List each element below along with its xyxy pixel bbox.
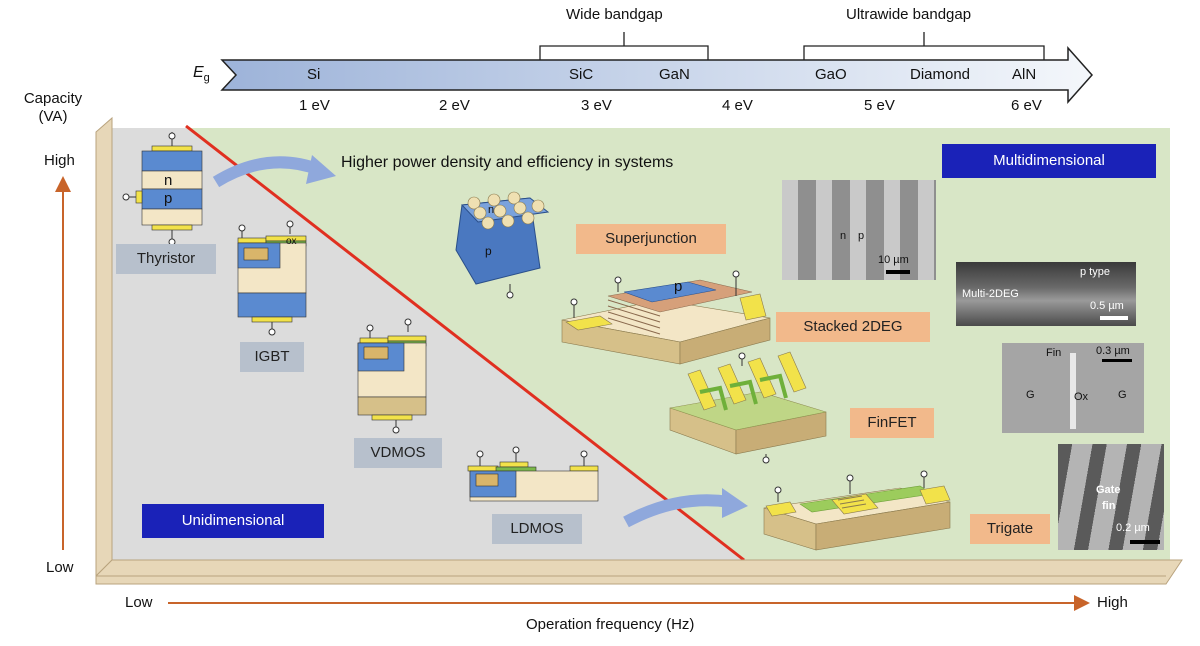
material-gan: GaN [659,66,690,83]
trigate-3d [763,470,951,551]
superjunction-label: Superjunction [576,224,726,254]
ldmos-schematic [467,446,599,502]
y-axis-low: Low [46,559,74,576]
x-axis-title: Operation frequency (Hz) [526,616,695,633]
energy-1ev: 1 eV [299,97,330,114]
unidimensional-badge: Unidimensional [142,504,324,538]
thyristor-layer-p: p [164,190,173,207]
vdmos-schematic [357,318,427,434]
multidimensional-devices-graphic [455,191,951,551]
trigate-label: Trigate [970,514,1050,544]
sj-photo-n: n [840,230,847,242]
energy-3ev: 3 eV [581,97,612,114]
deg-photo-multi: Multi-2DEG [962,288,1019,300]
deg-photo-scale: 0.5 µm [1090,300,1124,312]
ldmos-label: LDMOS [492,514,582,544]
superjunction-micrograph: n p 10 µm [782,180,936,280]
finfet-3d [669,351,827,464]
material-sic: SiC [569,66,594,83]
headline-text: Higher power density and efficiency in s… [341,154,674,171]
finfet-fin-shape [1070,353,1076,429]
tri-photo-fin: fin [1102,500,1116,512]
energy-4ev: 4 eV [722,97,753,114]
stacked-2deg-micrograph: p type Multi-2DEG 0.5 µm [956,262,1136,326]
fin-photo-scale: 0.3 µm [1096,345,1130,357]
bandgap-arrow-graphic [220,32,1094,104]
trigate-micrograph: Gate fin 0.2 µm [1058,444,1164,550]
fin-photo-ox: Ox [1074,391,1089,403]
material-si: Si [307,66,321,83]
wide-bandgap-label: Wide bandgap [566,6,663,23]
superjunction-n-label: n [488,204,495,216]
fin-scale-bar [1102,359,1132,362]
material-aln: AlN [1012,66,1037,83]
y-axis-title-line2: (VA) [38,108,68,125]
tri-photo-gate: Gate [1096,484,1121,496]
sj-scale-bar [886,270,910,274]
material-gao: GaO [815,66,847,83]
superjunction-p-label: p [485,244,492,258]
sj-photo-p: p [858,230,865,242]
stacked-2deg-p-label: p [674,278,683,295]
energy-2ev: 2 eV [439,97,470,114]
tri-photo-scale: 0.2 µm [1116,522,1150,534]
energy-6ev: 6 eV [1011,97,1042,114]
superjunction-3d [455,191,550,299]
y-axis-high: High [44,152,75,169]
thyristor-layer-n: n [164,172,173,189]
sj-photo-scale: 10 µm [878,254,909,266]
fin-photo-g2: G [1118,389,1127,401]
material-diamond: Diamond [910,66,971,83]
x-axis-low: Low [125,594,153,611]
multidimensional-badge: Multidimensional [942,144,1156,178]
finfet-micrograph: Fin 0.3 µm G Ox G [1002,343,1144,433]
thyristor-schematic [122,132,203,246]
unidimensional-devices-graphic [122,132,599,502]
stacked-2deg-label: Stacked 2DEG [776,312,930,342]
energy-5ev: 5 eV [864,97,895,114]
finfet-label: FinFET [850,408,934,438]
x-axis-high: High [1097,594,1128,611]
deg-photo-ptype: p type [1080,266,1110,278]
igbt-label: IGBT [240,342,304,372]
tri-scale-bar [1130,540,1160,544]
stacked-2deg-3d [561,270,771,365]
eg-symbol: Eg [193,64,210,85]
fin-photo-g1: G [1026,389,1035,401]
igbt-schematic [237,220,307,336]
vdmos-label: VDMOS [354,438,442,468]
fin-photo-fin: Fin [1046,347,1062,359]
igbt-oxide-label: ox [286,236,297,247]
deg-scale-bar [1100,316,1128,320]
ultrawide-bandgap-label: Ultrawide bandgap [846,6,972,23]
y-axis-title-line1: Capacity [23,90,83,107]
thyristor-label: Thyristor [116,244,216,274]
